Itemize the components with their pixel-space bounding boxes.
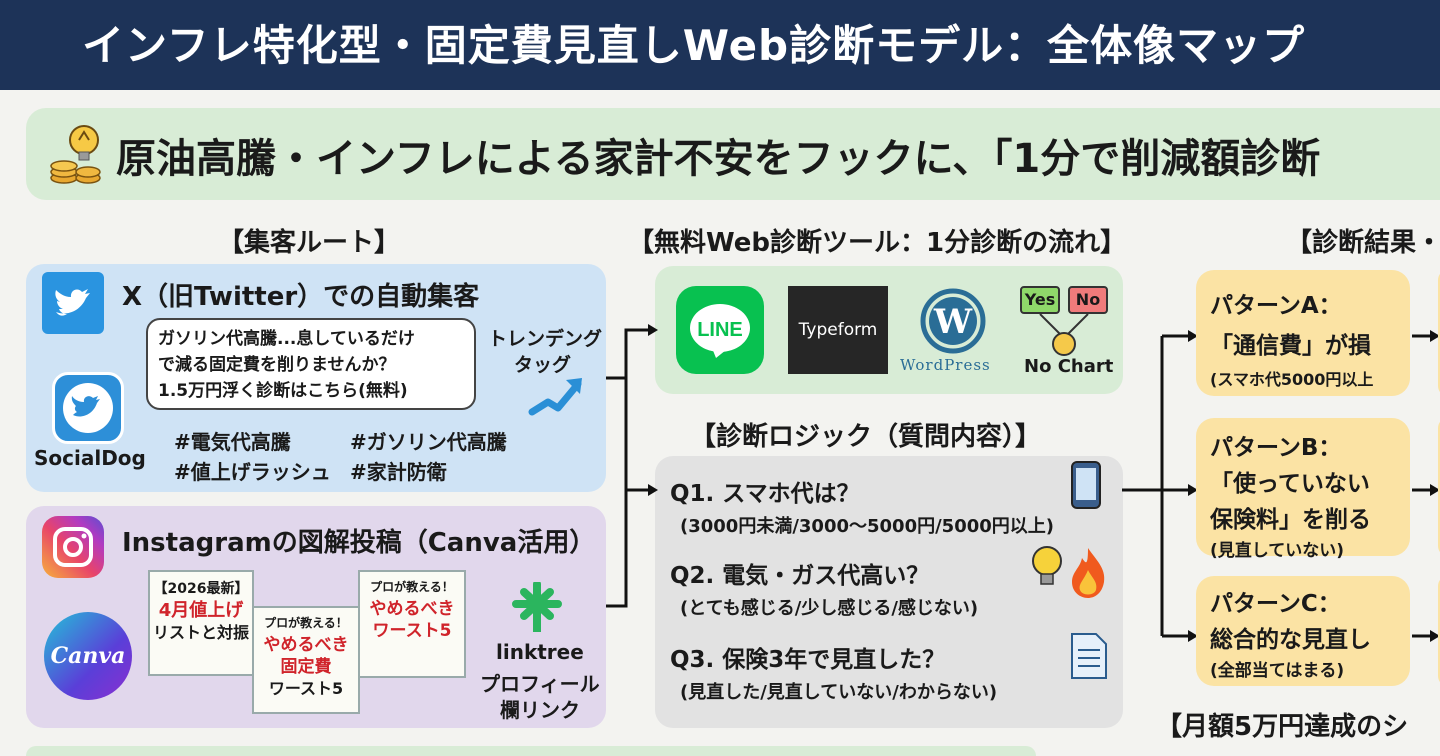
result-b-line-2: 保険料」を削る <box>1210 507 1371 533</box>
line-text: LINE <box>697 319 743 341</box>
hashtag-1: #電気代高騰 <box>174 430 291 454</box>
next-card-stub-a <box>1438 270 1440 396</box>
bubble-line-3: 1.5万円浮く診断はこちら(無料) <box>158 381 408 401</box>
result-b-note: (見直していない) <box>1210 541 1345 561</box>
branch-icon <box>1039 314 1089 356</box>
bubble-line-2: で減る固定費を削りませんか？ <box>158 355 396 375</box>
canva-logo-icon: Canva <box>44 612 132 700</box>
nochart-label: No Chart <box>1024 356 1114 377</box>
socialdog-logo-icon <box>52 372 124 444</box>
question-1: Q1. スマホ代は？ <box>670 481 860 507</box>
post2-line-3: 固定費 <box>280 657 332 677</box>
smartphone-icon <box>1071 461 1101 509</box>
post2-line-4: ワースト5 <box>268 679 344 698</box>
section-acquisition: 【集客ルート】 <box>218 228 401 258</box>
result-card-b: パターンB： 「使っていない 保険料」を削る (見直していない) <box>1196 418 1410 561</box>
hashtag-4: #家計防衛 <box>350 460 447 484</box>
post-card-1: 【2026最新】 4月値上げ リストと対振 <box>148 570 254 676</box>
typeform-logo: Typeform <box>788 286 888 374</box>
answer-1: (3000円未満/3000～5000円/5000円以上) <box>680 516 1054 537</box>
trending-arrow-icon <box>528 378 582 416</box>
document-icon <box>1071 633 1107 679</box>
post1-line-3: リストと対振 <box>152 623 249 642</box>
logic-panel <box>655 456 1123 728</box>
result-a-note: (スマホ代5000円以上 <box>1210 370 1374 389</box>
hook-banner: 原油高騰・インフレによる家計不安をフックに、「1分で削減額診断 <box>26 108 1440 200</box>
trending-label-1: トレンデング <box>488 328 603 350</box>
linktree-label: linktree <box>496 640 584 664</box>
result-a-line-1: 「通信費」が損 <box>1210 333 1371 359</box>
socialdog-label: SocialDog <box>34 446 146 470</box>
page-title: インフレ特化型・固定費見直しWeb診断モデル：全体像マップ <box>82 21 1306 70</box>
next-card-stub-b <box>1438 418 1440 556</box>
hook-text: 原油高騰・インフレによる家計不安をフックに、「1分で削減額診断 <box>116 136 1321 182</box>
next-card-stub-c <box>1438 576 1440 686</box>
post-card-3: プロが教える！ やめるべき ワースト5 <box>358 570 466 678</box>
linktree-logo-icon <box>512 582 562 632</box>
result-b-line-1: 「使っていない <box>1210 471 1370 497</box>
x-heading: X（旧Twitter）での自動集客 <box>122 282 480 312</box>
post-card-2: プロが教える！ やめるべき 固定費 ワースト5 <box>252 606 360 714</box>
section-tool: 【無料Web診断ツール：1分診断の流れ】 <box>628 228 1127 258</box>
bubble-line-1: ガソリン代高騰...息しているだけ <box>158 329 415 349</box>
wordpress-logo-icon: W <box>920 288 986 354</box>
post1-line-1: 【2026最新】 <box>153 581 249 597</box>
post2-line-1: プロが教える！ <box>264 616 348 630</box>
post3-line-2: やめるべき <box>369 599 455 619</box>
answer-2: (とても感じる/少し感じる/感じない) <box>680 598 979 619</box>
lightbulb-icon <box>1032 546 1062 585</box>
profile-label-1: プロフィール <box>480 672 600 696</box>
result-a-title: パターンA： <box>1210 293 1342 319</box>
svg-text:W: W <box>933 302 973 342</box>
trending-label-2: タッグ <box>514 354 572 376</box>
lightbulb-coins-icon <box>50 125 101 184</box>
title-bar: インフレ特化型・固定費見直しWeb診断モデル：全体像マップ <box>0 0 1440 90</box>
section-results: 【診断結果・ <box>1286 228 1440 258</box>
question-3: Q3. 保険3年で見直した？ <box>670 647 946 673</box>
section-logic: 【診断ロジック（質問内容）】 <box>690 422 1042 452</box>
hashtag-3: #値上げラッシュ <box>174 460 331 484</box>
post1-line-2: 4月値上げ <box>158 600 244 621</box>
yes-box: Yes <box>1020 286 1060 314</box>
post3-line-1: プロが教える！ <box>370 580 454 594</box>
instagram-heading: Instagramの図解投稿（Canva活用） <box>122 528 596 558</box>
twitter-logo-icon <box>42 272 104 334</box>
result-c-note: (全部当てはまる) <box>1210 661 1345 681</box>
profile-label-2: 欄リンク <box>500 698 580 722</box>
line-logo-icon: LINE <box>676 286 764 374</box>
wordpress-label: WordPress <box>900 356 991 374</box>
instagram-logo-icon <box>42 516 104 578</box>
result-b-title: パターンB： <box>1210 435 1342 461</box>
hashtag-2: #ガソリン代高騰 <box>350 430 507 454</box>
flame-icon <box>1072 548 1105 598</box>
answer-3: (見直した/見直していない/わからない) <box>680 682 998 703</box>
result-card-a: パターンA： 「通信費」が損 (スマホ代5000円以上 <box>1196 270 1410 396</box>
result-c-line-1: 総合的な見直し <box>1210 627 1371 653</box>
question-2: Q2. 電気・ガス代高い？ <box>670 563 930 589</box>
no-box: No <box>1068 286 1108 314</box>
section-monthly: 【月額5万円達成のシ <box>1156 712 1409 742</box>
post2-line-2: やめるべき <box>263 635 349 655</box>
result-card-c: パターンC： 総合的な見直し (全部当てはまる) <box>1196 576 1410 686</box>
bottom-panel-edge <box>26 746 1036 756</box>
post3-line-3: ワースト5 <box>372 621 452 641</box>
speech-bubble: ガソリン代高騰...息しているだけ で減る固定費を削りませんか？ 1.5万円浮く… <box>146 318 476 410</box>
result-c-title: パターンC： <box>1210 591 1341 617</box>
